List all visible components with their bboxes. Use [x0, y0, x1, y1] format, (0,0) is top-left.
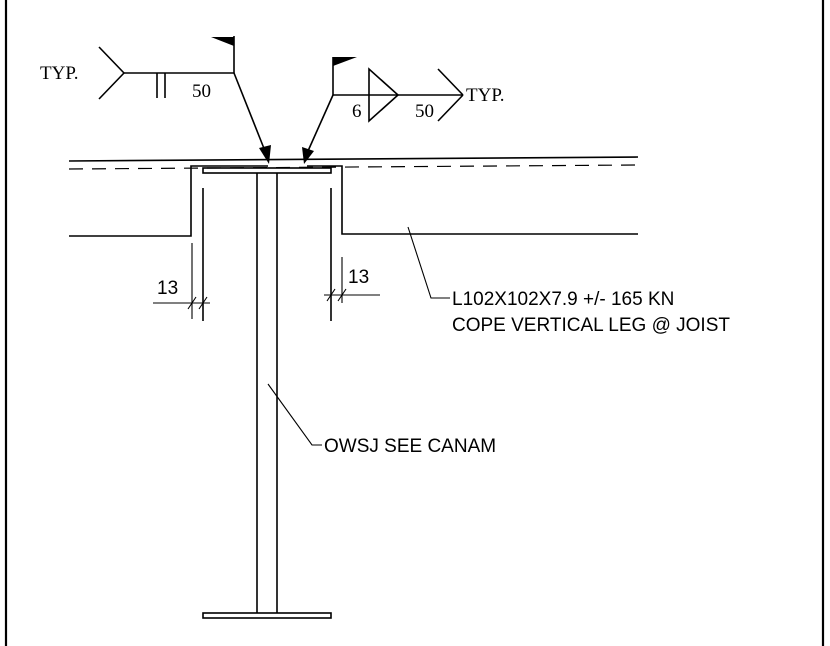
dimension-left-value: 13: [157, 278, 178, 299]
angle-note-line2: COPE VERTICAL LEG @ JOIST: [452, 315, 730, 336]
angle-note-line1: L102X102X7.9 +/- 165 KN: [452, 289, 674, 310]
weld-right-size: 6: [352, 101, 362, 122]
weld-left-length: 50: [192, 81, 211, 102]
weld-right-length: 50: [415, 101, 434, 122]
drawing-border: [4, 0, 825, 646]
arrowhead-left: [259, 145, 271, 164]
dimension-right: 13: [324, 257, 380, 303]
dimension-left: 13: [153, 243, 210, 319]
angle-note: L102X102X7.9 +/- 165 KN COPE VERTICAL LE…: [407, 226, 730, 336]
weld-symbol-left: TYP. 50: [40, 36, 271, 164]
joist-section: [202, 167, 332, 619]
weld-right-typ: TYP.: [466, 85, 505, 106]
angle-profile-right: [307, 165, 638, 235]
joist-note: OWSJ SEE CANAM: [267, 383, 496, 457]
joist-note-text: OWSJ SEE CANAM: [324, 436, 496, 457]
arrowhead-right: [302, 147, 314, 164]
weld-symbol-right: 6 50 TYP.: [302, 57, 505, 164]
weld-left-typ: TYP.: [40, 63, 79, 84]
top-flange-line: [68, 156, 639, 170]
dimension-right-value: 13: [348, 267, 369, 288]
field-weld-flag-right: [333, 57, 357, 66]
field-weld-flag-left: [211, 37, 234, 46]
angle-profile-left: [69, 165, 268, 237]
fillet-weld-triangle: [368, 67, 400, 123]
